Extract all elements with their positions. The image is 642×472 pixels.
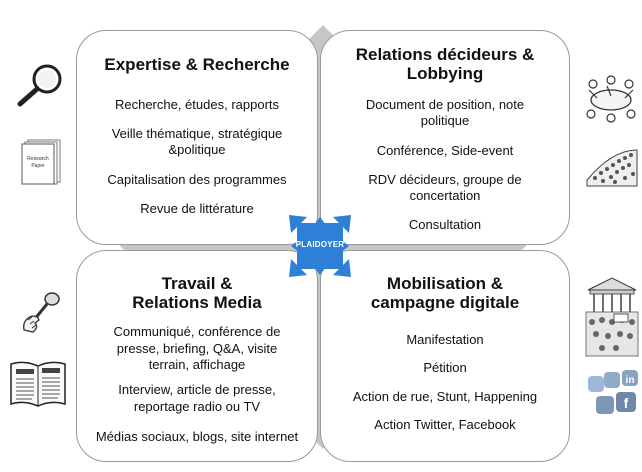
- demonstration-protest-icon: [585, 277, 639, 357]
- quadrant-item: Pétition: [423, 360, 467, 375]
- quadrant-item: Veille thématique, stratégique: [111, 126, 283, 141]
- quadrant-item: terrain, affichage: [148, 357, 246, 372]
- quadrant-item: politique: [420, 113, 470, 128]
- research-paper-label: Research: [27, 156, 49, 162]
- newspaper-icon: [10, 361, 66, 407]
- quadrant-item: Interview, article de presse,: [118, 382, 276, 397]
- hub-label: PLAIDOYER: [295, 240, 345, 249]
- quadrant-title: Relations décideurs &: [355, 45, 535, 64]
- svg-text:f: f: [624, 395, 629, 411]
- quadrant-item: Revue de littérature: [140, 201, 254, 216]
- magnifying-glass-icon: [17, 64, 62, 107]
- quadrant-item: Communiqué, conférence de: [113, 324, 281, 339]
- quadrant-item: presse, briefing, Q&A, visite: [116, 341, 278, 356]
- quadrant-title: Lobbying: [406, 64, 484, 83]
- quadrant-title: Expertise & Recherche: [104, 55, 290, 74]
- quadrant-item: RDV décideurs, groupe de: [368, 172, 522, 187]
- quadrant-title: campagne digitale: [370, 293, 520, 312]
- quadrant-item: Action Twitter, Facebook: [374, 417, 516, 432]
- quadrant-item: Conférence, Side-event: [376, 143, 514, 158]
- quadrant-item: reportage radio ou TV: [133, 399, 261, 414]
- quadrant-item: Capitalisation des programmes: [107, 172, 287, 187]
- quadrant-mobilisation-digitale: Mobilisation & campagne digitale Manifes…: [320, 250, 570, 462]
- quadrant-item: Action de rue, Stunt, Happening: [352, 389, 538, 404]
- quadrant-item: &politique: [168, 142, 226, 157]
- research-paper-icon: Research Paper: [21, 139, 61, 185]
- quadrant-item: Consultation: [408, 217, 482, 232]
- quadrant-item: concertation: [409, 188, 481, 203]
- plaidoyer-hub-icon: [289, 215, 351, 277]
- meeting-table-icon: [586, 75, 636, 123]
- conference-crowd-icon: [586, 149, 638, 187]
- research-paper-label: Paper: [31, 163, 45, 169]
- quadrant-item: Manifestation: [406, 332, 484, 347]
- svg-text:in: in: [626, 375, 635, 386]
- quadrant-title: Relations Media: [132, 293, 262, 312]
- quadrant-item: Document de position, note: [365, 97, 525, 112]
- quadrant-title: Mobilisation &: [386, 274, 504, 293]
- quadrant-travail-media: Travail & Relations Media Communiqué, co…: [76, 250, 318, 462]
- quadrant-relations-decideurs: Relations décideurs & Lobbying Document …: [320, 30, 570, 245]
- quadrant-item: Recherche, études, rapports: [114, 97, 280, 112]
- social-media-icons: in f: [588, 370, 638, 414]
- microphone-hand-icon: [23, 292, 60, 333]
- quadrant-expertise-recherche: Expertise & Recherche Recherche, études,…: [76, 30, 318, 245]
- quadrant-title: Travail &: [161, 274, 233, 293]
- quadrant-item: Médias sociaux, blogs, site internet: [95, 429, 299, 444]
